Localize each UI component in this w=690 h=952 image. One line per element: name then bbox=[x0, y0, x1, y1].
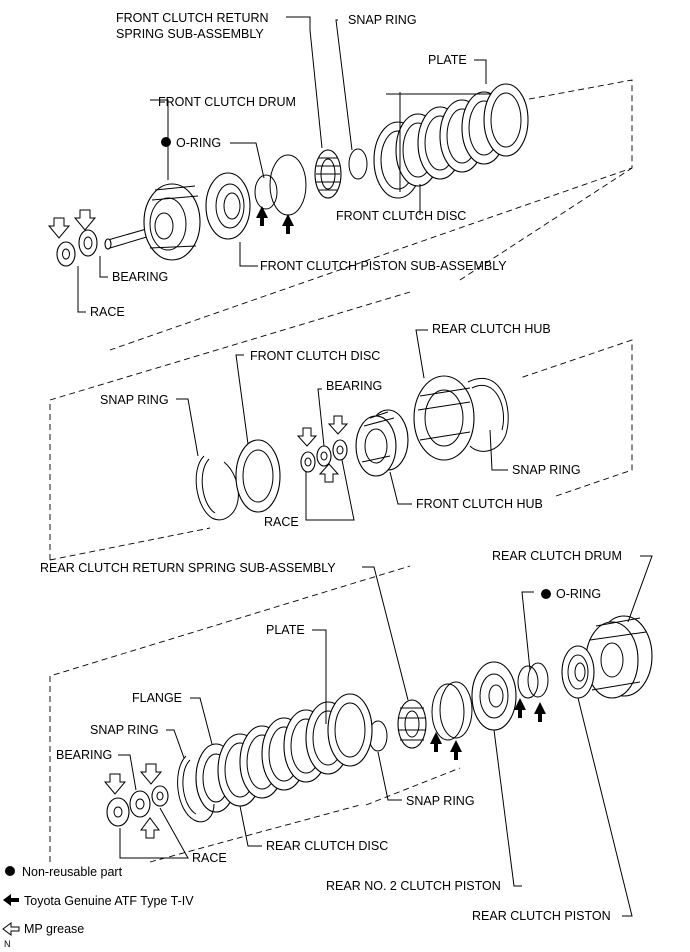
section-front-clutch-hub bbox=[49, 291, 633, 561]
label-snap-ring-mid-left: SNAP RING bbox=[100, 393, 169, 407]
label-rear-clutch-drum: REAR CLUTCH DRUM bbox=[492, 549, 622, 563]
label-front-clutch-piston: FRONT CLUTCH PISTON SUB-ASSEMBLY bbox=[260, 259, 507, 273]
label-snap-ring-bottom-mid: SNAP RING bbox=[406, 794, 475, 808]
front-clutch-piston-part bbox=[205, 172, 251, 240]
corner-mark: N bbox=[4, 939, 11, 949]
rear-return-spring-part bbox=[397, 699, 427, 749]
mp-grease-arrow-icon bbox=[2, 922, 20, 936]
rear-clutch-hub-part bbox=[413, 375, 475, 461]
rear-no2-clutch-piston-part bbox=[471, 661, 517, 731]
label-rear-clutch-piston: REAR CLUTCH PISTON bbox=[472, 909, 611, 923]
bearing-top-part bbox=[78, 229, 98, 257]
rear-clutch-piston-part bbox=[561, 645, 595, 699]
non-reusable-icon bbox=[5, 866, 15, 876]
label-plate-bottom: PLATE bbox=[266, 623, 305, 637]
label-bearing-bottom: BEARING bbox=[56, 748, 112, 762]
return-spring-part bbox=[314, 149, 342, 199]
front-clutch-hub-part bbox=[355, 409, 409, 477]
label-rear-clutch-return-spring: REAR CLUTCH RETURN SPRING SUB-ASSEMBLY bbox=[40, 561, 336, 575]
label-bearing-top: BEARING bbox=[112, 270, 168, 284]
label-rear-clutch-disc: REAR CLUTCH DISC bbox=[266, 839, 388, 853]
label-front-clutch-return-spring-line2: SPRING SUB-ASSEMBLY bbox=[116, 27, 264, 41]
label-race-top: RACE bbox=[90, 305, 125, 319]
section-rear-clutch-drum bbox=[49, 555, 653, 917]
legend-non-reusable: Non-reusable part bbox=[22, 865, 123, 879]
front-clutch-drum-part bbox=[104, 183, 201, 261]
label-rear-clutch-hub: REAR CLUTCH HUB bbox=[432, 322, 551, 336]
legend-mp-grease: MP grease bbox=[24, 922, 84, 936]
atf-arrow-icon bbox=[3, 894, 19, 906]
label-snap-ring-top: SNAP RING bbox=[348, 13, 417, 27]
label-race-bottom: RACE bbox=[192, 851, 227, 865]
label-o-ring-bottom: O-RING bbox=[556, 587, 601, 601]
snap-ring-top-part bbox=[348, 148, 368, 180]
legend: Non-reusable part Toyota Genuine ATF Typ… bbox=[2, 865, 194, 949]
legend-atf: Toyota Genuine ATF Type T-IV bbox=[24, 894, 194, 908]
label-front-clutch-disc-top: FRONT CLUTCH DISC bbox=[336, 209, 466, 223]
section-front-clutch-drum bbox=[47, 16, 633, 351]
label-flange: FLANGE bbox=[132, 691, 182, 705]
label-front-clutch-hub: FRONT CLUTCH HUB bbox=[416, 497, 543, 511]
o-ring-large-top bbox=[269, 154, 307, 216]
label-front-clutch-disc-mid: FRONT CLUTCH DISC bbox=[250, 349, 380, 363]
race-top-part bbox=[56, 241, 76, 267]
rear-clutch-drum-part bbox=[585, 615, 653, 699]
clutch-pack-top bbox=[373, 83, 529, 199]
label-snap-ring-mid-right: SNAP RING bbox=[512, 463, 581, 477]
label-plate-top: PLATE bbox=[428, 53, 467, 67]
label-o-ring-top: O-RING bbox=[176, 136, 221, 150]
o-ring-small-top bbox=[254, 174, 278, 210]
label-front-clutch-drum: FRONT CLUTCH DRUM bbox=[158, 95, 296, 109]
snap-ring-mid-right-part bbox=[467, 377, 509, 452]
label-rear-no2-clutch-piston: REAR NO. 2 CLUTCH PISTON bbox=[326, 879, 501, 893]
label-snap-ring-bottom-left: SNAP RING bbox=[90, 723, 159, 737]
label-race-mid: RACE bbox=[264, 515, 299, 529]
clutch-pack-bottom bbox=[195, 693, 373, 813]
label-bearing-mid: BEARING bbox=[326, 379, 382, 393]
label-front-clutch-return-spring-line1: FRONT CLUTCH RETURN bbox=[116, 11, 269, 25]
